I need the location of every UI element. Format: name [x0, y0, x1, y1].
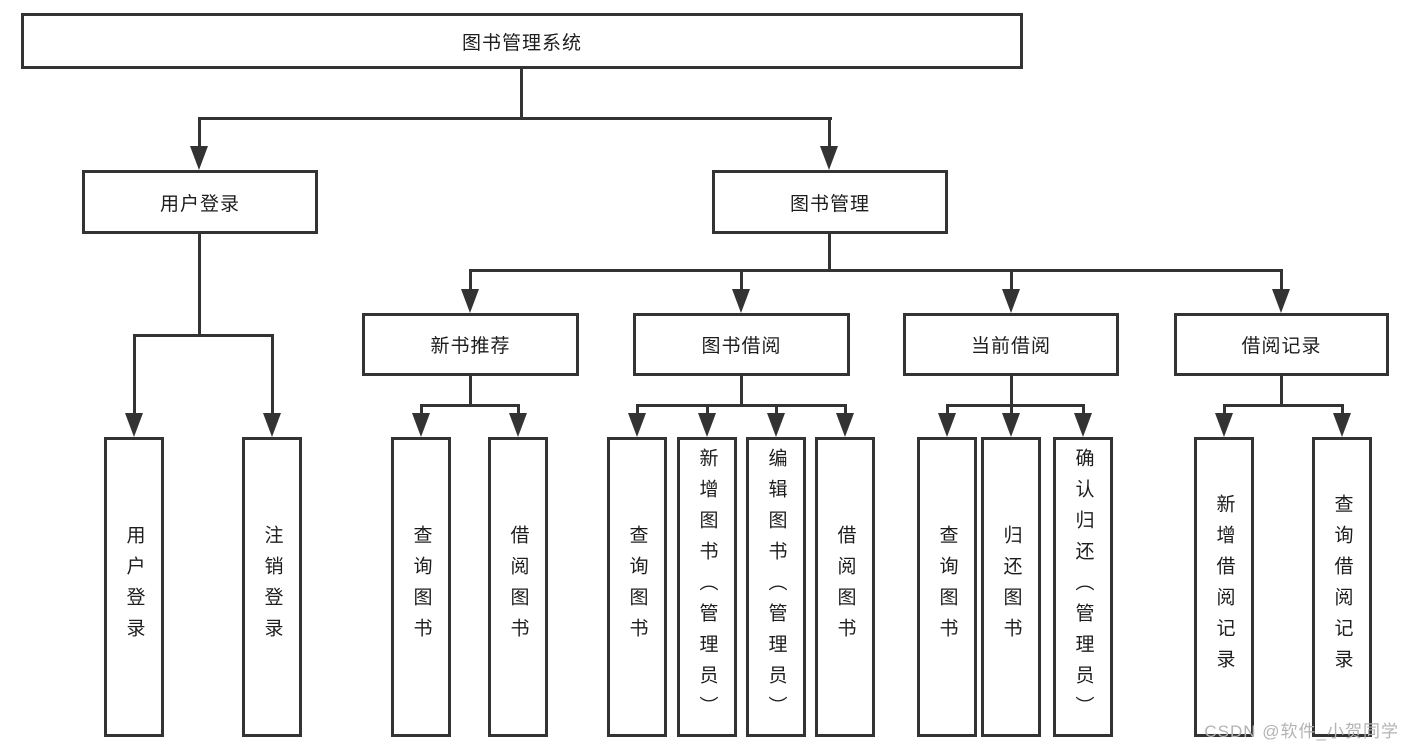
node-leaf-logout: 注销登录 [242, 437, 302, 737]
edge-root-hline [198, 117, 832, 120]
edge-book-mgmt-stem [828, 234, 831, 272]
arrowhead-br-add [1215, 413, 1233, 437]
edge-drop-current-borrow [1010, 269, 1013, 291]
node-leaf-bb-add-books: 新增图书（管理员） [677, 437, 737, 737]
edge-drop-cb-query [946, 404, 949, 415]
arrowhead-borrow-records [1272, 289, 1290, 313]
arrowhead-book-borrow [732, 289, 750, 313]
arrowhead-leaf-logout [263, 413, 281, 437]
node-leaf-cb-confirm-return-label: 确认归还（管理员） [1072, 447, 1094, 727]
edge-root-stem [520, 69, 523, 118]
node-leaf-br-add-record: 新增借阅记录 [1194, 437, 1254, 737]
edge-drop-bb-query [636, 404, 639, 415]
arrowhead-bb-edit [767, 413, 785, 437]
node-leaf-br-add-record-label: 新增借阅记录 [1213, 494, 1235, 680]
node-borrow-records: 借阅记录 [1174, 313, 1389, 376]
node-leaf-br-query-record-label: 查询借阅记录 [1331, 494, 1353, 680]
node-root: 图书管理系统 [21, 13, 1023, 69]
node-leaf-bb-borrow-books-label: 借阅图书 [834, 525, 856, 649]
edge-drop-cb-confirm [1082, 404, 1085, 415]
edge-drop-user-login [198, 117, 201, 147]
node-leaf-rec-borrow-books-label: 借阅图书 [507, 525, 529, 649]
edge-user-login-stem [198, 234, 201, 335]
edge-new-book-rec-hline [420, 404, 520, 407]
arrowhead-bb-add [698, 413, 716, 437]
node-book-mgmt-label: 图书管理 [789, 193, 870, 215]
edge-current-borrow-stem [1010, 376, 1013, 407]
edge-drop-rec-query [420, 404, 423, 415]
csdn-watermark: CSDN @软件_小贺同学 [1204, 722, 1399, 741]
node-book-mgmt: 图书管理 [712, 170, 948, 234]
arrowhead-user-login [190, 146, 208, 170]
edge-drop-borrow-records [1280, 269, 1283, 291]
node-leaf-rec-borrow-books: 借阅图书 [488, 437, 548, 737]
edge-drop-leaf-user-login [133, 334, 136, 415]
arrowhead-br-query [1333, 413, 1351, 437]
edge-drop-cb-return [1010, 404, 1013, 415]
arrowhead-cb-query [938, 413, 956, 437]
arrowhead-bb-borrow [836, 413, 854, 437]
node-leaf-cb-return-books: 归还图书 [981, 437, 1041, 737]
edge-book-mgmt-hline [469, 269, 1283, 272]
arrowhead-cb-confirm [1074, 413, 1092, 437]
node-leaf-br-query-record: 查询借阅记录 [1312, 437, 1372, 737]
edge-drop-rec-borrow [517, 404, 520, 415]
node-leaf-bb-edit-books-label: 编辑图书（管理员） [765, 447, 787, 727]
edge-drop-bb-borrow [844, 404, 847, 415]
node-leaf-bb-edit-books: 编辑图书（管理员） [746, 437, 806, 737]
edge-drop-book-borrow [740, 269, 743, 291]
edge-current-borrow-hline [946, 404, 1085, 407]
node-current-borrow-label: 当前借阅 [970, 336, 1051, 357]
node-leaf-cb-return-books-label: 归还图书 [1000, 525, 1022, 649]
edge-drop-new-book-rec [469, 269, 472, 291]
edge-drop-br-add [1223, 404, 1226, 415]
arrowhead-cb-return [1002, 413, 1020, 437]
node-leaf-user-login: 用户登录 [104, 437, 164, 737]
edge-user-login-hline [133, 334, 274, 337]
node-leaf-bb-query-books-label: 查询图书 [626, 525, 648, 649]
node-new-book-rec-label: 新书推荐 [430, 336, 511, 357]
node-leaf-cb-query-books-label: 查询图书 [936, 525, 958, 649]
node-new-book-rec: 新书推荐 [362, 313, 579, 376]
arrowhead-rec-borrow [509, 413, 527, 437]
node-user-login: 用户登录 [82, 170, 318, 234]
node-leaf-bb-add-books-label: 新增图书（管理员） [696, 447, 718, 727]
arrowhead-rec-query [412, 413, 430, 437]
edge-borrow-records-stem [1280, 376, 1283, 407]
arrowhead-leaf-user-login [125, 413, 143, 437]
node-book-borrow: 图书借阅 [633, 313, 850, 376]
edge-borrow-records-hline [1223, 404, 1344, 407]
edge-drop-leaf-logout [271, 334, 274, 415]
edge-book-borrow-stem [740, 376, 743, 407]
node-current-borrow: 当前借阅 [903, 313, 1119, 376]
node-borrow-records-label: 借阅记录 [1241, 336, 1322, 357]
edge-drop-bb-edit [775, 404, 778, 415]
node-user-login-label: 用户登录 [159, 193, 240, 215]
arrowhead-book-mgmt [820, 146, 838, 170]
node-leaf-cb-confirm-return: 确认归还（管理员） [1053, 437, 1113, 737]
node-leaf-user-login-label: 用户登录 [123, 525, 145, 649]
edge-new-book-rec-stem [469, 376, 472, 407]
edge-book-borrow-hline [636, 404, 846, 407]
arrowhead-current-borrow [1002, 289, 1020, 313]
node-leaf-rec-query-books: 查询图书 [391, 437, 451, 737]
edge-drop-br-query [1341, 404, 1344, 415]
node-book-borrow-label: 图书借阅 [701, 336, 782, 357]
node-leaf-rec-query-books-label: 查询图书 [410, 525, 432, 649]
edge-drop-bb-add [706, 404, 709, 415]
node-leaf-cb-query-books: 查询图书 [917, 437, 977, 737]
arrowhead-bb-query [628, 413, 646, 437]
node-root-label: 图书管理系统 [461, 32, 582, 54]
arrowhead-new-book-rec [461, 289, 479, 313]
node-leaf-logout-label: 注销登录 [261, 525, 283, 649]
node-leaf-bb-query-books: 查询图书 [607, 437, 667, 737]
edge-drop-book-mgmt [828, 117, 831, 147]
node-leaf-bb-borrow-books: 借阅图书 [815, 437, 875, 737]
